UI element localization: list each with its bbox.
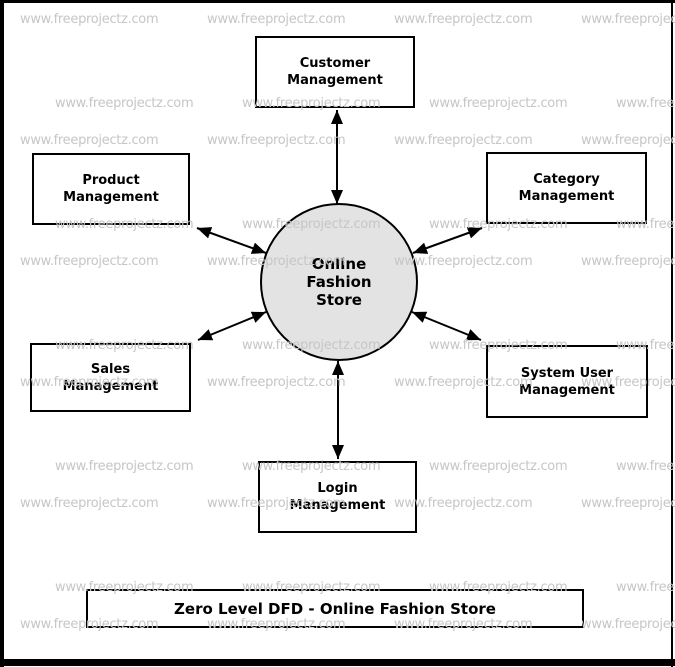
arrow-category-center [412,227,483,254]
process-box-product-management: Product Management [32,153,190,225]
process-label: System User [520,365,614,381]
arrow-sales-center [197,311,267,341]
frame-border-top [0,0,675,3]
process-box-customer-management: Customer Management [255,36,415,108]
diagram-title-box: Zero Level DFD - Online Fashion Store [86,589,584,628]
process-label: Product [82,173,140,188]
diagram-title: Zero Level DFD - Online Fashion Store [174,599,496,618]
center-process-label: Online [311,255,367,273]
arrow-product-center [196,227,267,254]
process-label: Management [518,189,615,204]
process-label: Management [62,378,159,394]
process-label: Management [63,190,159,205]
frame-border-right [671,0,673,667]
center-process-label: Fashion [306,273,372,291]
process-box-sales-management: Sales Management [30,343,191,412]
process-label: Management [519,382,615,398]
process-box-login-management: Login Management [258,461,417,533]
process-label: Management [287,73,383,88]
process-box-category-management: Category Management [486,152,647,224]
center-process-online-fashion-store: Online Fashion Store [260,203,418,361]
frame-border-bottom [0,659,675,666]
process-label: Category [533,172,600,187]
process-box-system-user-management: System User Management [486,345,648,418]
frame-border-left [0,0,4,667]
process-label: Management [289,498,386,513]
process-label: Sales [90,361,131,377]
process-label: Customer [299,56,371,71]
center-process-label: Store [316,291,362,309]
process-label: Login [317,481,358,496]
arrow-systemuser-center [411,311,482,341]
